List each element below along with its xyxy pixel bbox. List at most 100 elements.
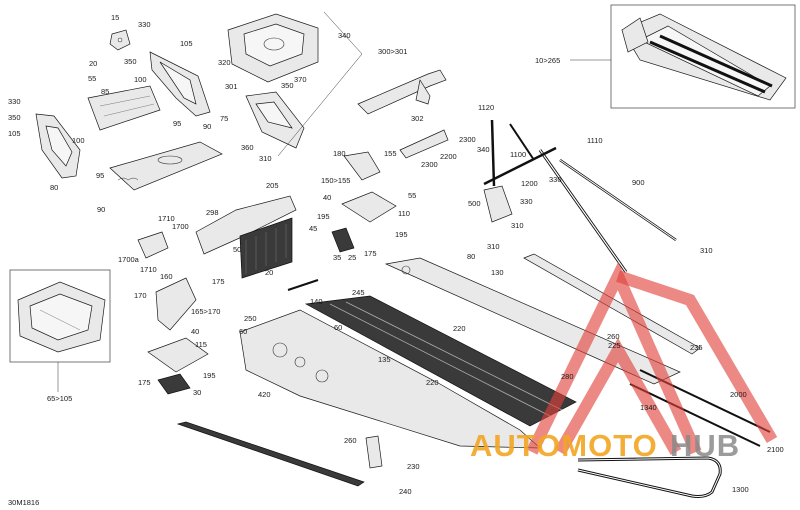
part-85-cross-plate [87, 85, 161, 131]
callout-90: 90 [203, 122, 211, 131]
part-245-heat-exchanger [304, 295, 577, 427]
callout-2200: 2200 [440, 152, 457, 161]
callout-2300: 2300 [421, 160, 438, 169]
callout-330: 330 [520, 197, 533, 206]
callout-330: 330 [549, 175, 562, 184]
callout-220: 220 [453, 324, 466, 333]
callout-15: 15 [111, 13, 119, 22]
callout-310: 310 [259, 154, 272, 163]
diagram-id: 30M1816 [8, 498, 39, 507]
callout-105: 105 [180, 39, 193, 48]
callout-240: 240 [399, 487, 412, 496]
callout-195: 195 [395, 230, 408, 239]
inset-top-right [570, 4, 796, 109]
callout-1300: 1300 [732, 485, 749, 494]
callout-1120: 1120 [478, 103, 494, 112]
callout-60: 60 [334, 323, 342, 332]
callout-80: 80 [467, 252, 475, 261]
callout-40: 40 [191, 327, 199, 336]
callout-370: 370 [294, 75, 307, 84]
callout-20: 20 [265, 268, 273, 277]
watermark-text-left: AUTOMOTO [470, 428, 658, 463]
callout-900: 900 [632, 178, 645, 187]
callout-80: 80 [50, 183, 58, 192]
callout-45: 45 [309, 224, 317, 233]
part-35-block [331, 227, 355, 253]
part-140-rod [287, 279, 319, 291]
part-205-console [195, 195, 297, 255]
callout-500: 500 [468, 199, 481, 208]
part-1700-bracket [137, 231, 169, 259]
callout-250: 250 [244, 314, 257, 323]
part-number-labels: 15 330 20 55 105 350 100 85 95 75 90 330… [8, 13, 784, 507]
part-1300-bumper [577, 456, 722, 498]
callout-95: 95 [173, 119, 181, 128]
callout-225: 225 [608, 341, 621, 350]
part-80-side-plate [35, 113, 81, 179]
callout-95: 95 [96, 171, 104, 180]
part-75-side-plate [149, 51, 211, 117]
part-180-mount [343, 151, 381, 181]
callout-170: 170 [134, 291, 147, 300]
callout-195: 195 [203, 371, 216, 380]
part-1100-column [490, 119, 535, 187]
callout-20: 20 [89, 59, 97, 68]
callout-320: 320 [218, 58, 231, 67]
part-240-running-board [176, 421, 365, 487]
part-340-steering-housing [227, 13, 319, 83]
part-500-pivot [483, 185, 513, 223]
callout-1340: 1340 [640, 403, 657, 412]
callout-180: 180 [333, 149, 346, 158]
callout-150-155: 150>155 [321, 176, 350, 185]
callout-310: 310 [487, 242, 500, 251]
callout-135: 135 [378, 355, 391, 364]
callout-340: 340 [338, 31, 351, 40]
callout-55: 55 [408, 191, 416, 200]
callout-230: 230 [407, 462, 420, 471]
callout-90: 90 [97, 205, 105, 214]
callout-310: 310 [700, 246, 713, 255]
part-115-mount [147, 337, 209, 373]
callout-195: 195 [317, 212, 330, 221]
callout-340: 340 [477, 145, 490, 154]
callout-40: 40 [323, 193, 331, 202]
callout-30: 30 [193, 388, 201, 397]
part-2300-linkage [399, 129, 449, 159]
callout-205: 205 [266, 181, 279, 190]
callout-100: 100 [134, 75, 147, 84]
callout-235: 235 [690, 343, 703, 352]
callout-350: 350 [281, 81, 294, 90]
callout-165-170: 165>170 [191, 307, 220, 316]
callout-302: 302 [411, 114, 424, 123]
callout-35: 35 [333, 253, 341, 262]
callout-360: 360 [241, 143, 254, 152]
callout-1110: 1110 [587, 136, 603, 145]
callout-350: 350 [124, 57, 137, 66]
callout-75: 75 [220, 114, 228, 123]
callout-1100: 1100 [510, 150, 526, 159]
inset-left [9, 269, 111, 392]
callout-1200: 1200 [521, 179, 538, 188]
part-90-floor-panel [109, 141, 223, 191]
callout-10-265: 10>265 [535, 56, 560, 65]
callout-105: 105 [8, 129, 21, 138]
callout-310: 310 [511, 221, 524, 230]
callout-175: 175 [212, 277, 225, 286]
part-301-column-bracket [245, 91, 305, 149]
callout-175: 175 [138, 378, 151, 387]
part-50-radiator [239, 217, 293, 279]
part-260-bracket [365, 435, 383, 469]
part-30-pad [157, 373, 191, 395]
part-1200-arm [483, 146, 628, 273]
callout-330: 330 [8, 97, 21, 106]
callout-260: 260 [607, 332, 620, 341]
callout-1710: 1710 [158, 214, 175, 223]
callout-301: 301 [225, 82, 238, 91]
watermark-text-right: HUB [670, 428, 740, 463]
callout-130: 130 [491, 268, 504, 277]
callout-100: 100 [72, 136, 85, 145]
automotohub-watermark: AUTOMOTO HUB [470, 261, 778, 463]
callout-85: 85 [101, 87, 109, 96]
part-160-bracket [155, 277, 197, 331]
